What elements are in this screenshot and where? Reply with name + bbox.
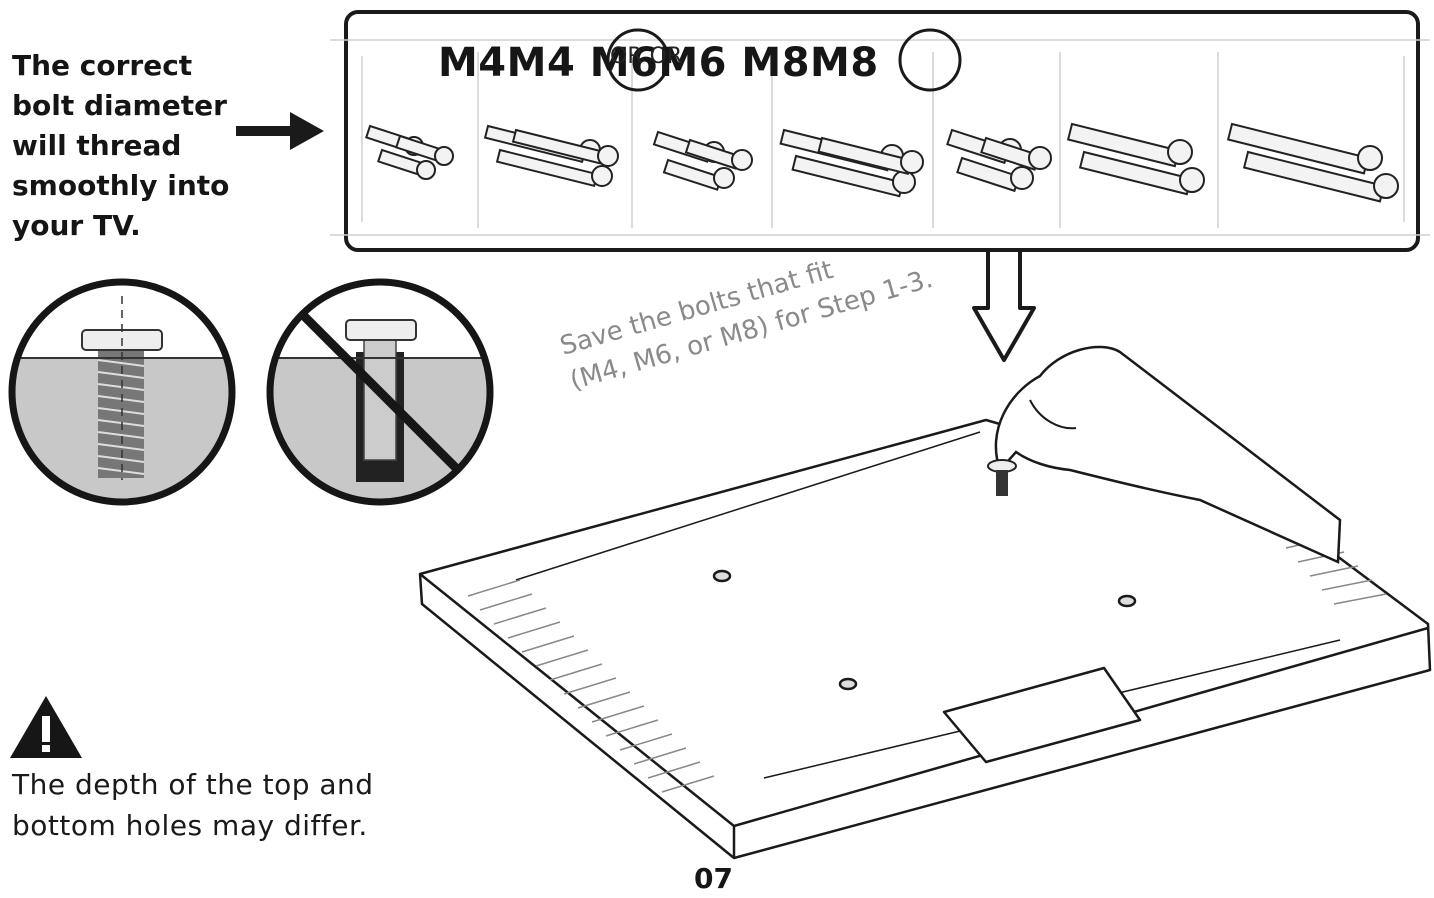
bolt-group-m4-long [483, 124, 619, 188]
correct-bolt-icon [8, 278, 236, 506]
intro-line: your TV. [12, 209, 141, 242]
bolt-group-m6-long [779, 128, 924, 198]
hand-inserting-bolt [987, 345, 1342, 564]
bolt-group-m8-long [1226, 122, 1399, 203]
bolt-size-labels: M4M4 M6M6 M8M8 [438, 40, 879, 86]
warning-text: The depth of the top and bottom holes ma… [12, 764, 374, 846]
wrong-bolt-icon [266, 278, 494, 506]
or-mark: OR OR [610, 44, 683, 69]
intro-line: bolt diameter [12, 89, 227, 122]
intro-line: The correct [12, 49, 193, 82]
intro-line: smoothly into [12, 169, 230, 202]
page-number: 07 [694, 862, 733, 895]
or-circle-1 [606, 28, 670, 92]
intro-line: will thread [12, 129, 182, 162]
right-arrow-icon [236, 112, 324, 150]
warning-line: bottom holes may differ. [12, 809, 368, 842]
bolt-tray [330, 10, 1430, 252]
bolt-group-m8-short [946, 128, 1052, 193]
intro-text: The correct bolt diameter will thread sm… [12, 46, 242, 246]
or-circle-2 [898, 28, 962, 92]
bolt-group-m8-medium [1066, 122, 1205, 196]
warning-line: The depth of the top and [12, 768, 374, 801]
bolt-group-m4-short [365, 124, 454, 180]
tv-back-panel [418, 418, 1432, 860]
warning-triangle-icon [10, 696, 82, 758]
down-arrow-icon [972, 248, 1036, 362]
bolt-group-m6-short [652, 130, 753, 191]
